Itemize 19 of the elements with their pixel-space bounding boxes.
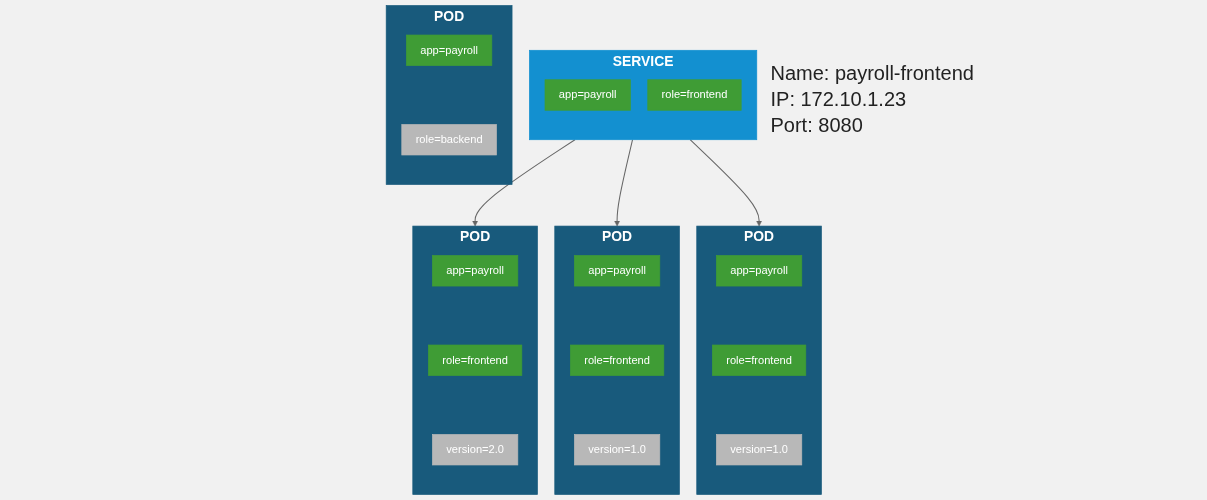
node-box: version=1.0 [715, 434, 802, 466]
arrow [613, 139, 633, 227]
node-box: role=frontend [647, 79, 742, 111]
service-detail-text: Name: payroll-frontend [770, 61, 974, 87]
node-box: app=payroll [405, 34, 492, 66]
arrow [471, 139, 576, 227]
node-box: role=frontend [569, 344, 664, 376]
node-box: version=2.0 [431, 434, 518, 466]
node-box: role=frontend [427, 344, 522, 376]
node-box: app=payroll [544, 79, 631, 111]
arrow [689, 139, 762, 227]
node-box: app=payroll [431, 255, 518, 287]
node-box: app=payroll [573, 255, 660, 287]
service-detail-text: IP: 172.10.1.23 [770, 87, 908, 113]
node-box: version=1.0 [573, 434, 660, 466]
node-box: app=payroll [715, 255, 802, 287]
node-box: role=backend [401, 124, 497, 156]
node-box: role=frontend [711, 344, 806, 376]
service-detail-text: Port: 8080 [770, 113, 864, 139]
